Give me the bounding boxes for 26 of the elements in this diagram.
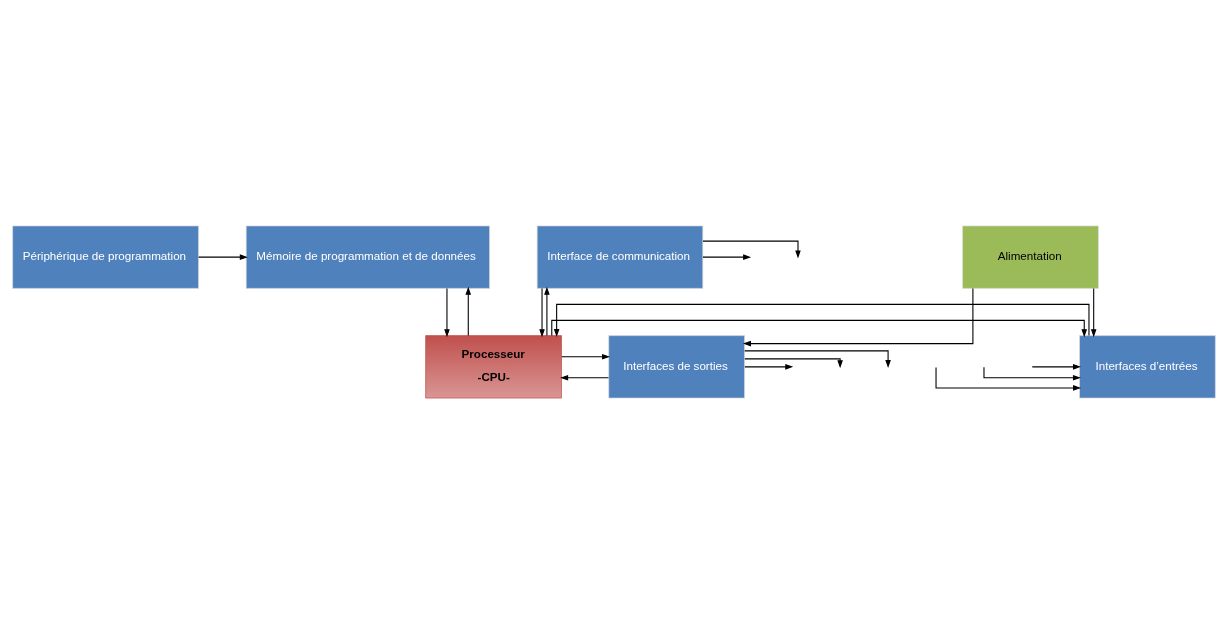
- arrow: [1090, 288, 1097, 338]
- arrow: [198, 254, 248, 260]
- node-box: Alimentation: [962, 225, 1099, 289]
- arrow: [444, 288, 450, 338]
- node-box: Processeur -CPU-: [425, 335, 562, 399]
- arrow: [744, 364, 794, 370]
- node-box: Périphérique de programmation: [12, 225, 199, 289]
- arrow: [744, 350, 891, 369]
- node-box: Interface de communication: [536, 225, 704, 289]
- node-box: Interfaces de sorties: [608, 335, 745, 399]
- arrow: [1031, 364, 1081, 370]
- arrow: [560, 374, 610, 381]
- arrow: [702, 254, 752, 260]
- arrow: [702, 240, 801, 259]
- arrow: [983, 366, 1081, 381]
- arrow: [744, 358, 843, 369]
- arrow: [465, 286, 472, 336]
- arrow: [539, 288, 545, 338]
- arrow: [935, 366, 1082, 391]
- arrow: [544, 286, 550, 336]
- node-box: Mémoire de programmation et de données: [245, 225, 490, 289]
- arrow: [561, 353, 611, 360]
- arrow: [553, 303, 1090, 338]
- arrow: [551, 319, 1088, 338]
- arrow: [743, 288, 974, 347]
- node-box: Interfaces d’entrées: [1079, 335, 1216, 399]
